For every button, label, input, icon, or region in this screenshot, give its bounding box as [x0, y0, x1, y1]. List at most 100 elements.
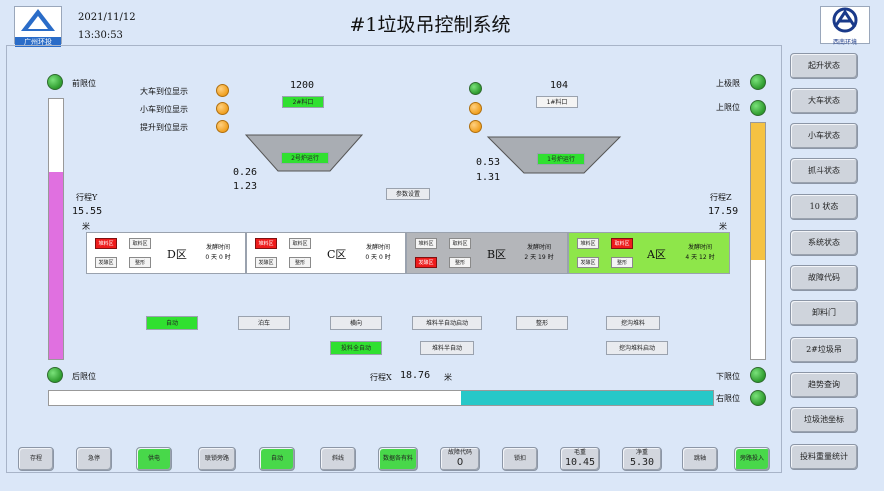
diagonal-label: 斜线 — [331, 454, 344, 462]
zone-c-label: C区 — [327, 248, 347, 261]
y-travel-fill — [49, 171, 63, 359]
zone-b-take-chip[interactable]: 取料区 — [449, 238, 471, 249]
page-title: #1垃圾吊控制系统 — [349, 14, 511, 36]
left-logo: 广州环投 — [14, 6, 62, 47]
hopper1-door-button[interactable]: 2#料口 — [282, 96, 324, 108]
zone-a-stack-chip[interactable]: 堆料区 — [577, 238, 599, 249]
zone-b-label: B区 — [487, 248, 507, 261]
skip-axis-label: 跳轴 — [693, 454, 706, 462]
zone-c-ferm-value: 0 天 0 时 — [365, 254, 391, 261]
travel-z-unit: 米 — [719, 222, 727, 231]
fault-code-label: 故障代码 — [447, 449, 472, 457]
travel-y-value: 15.55 — [72, 206, 103, 217]
zone-c-ferm-chip[interactable]: 发酵区 — [255, 257, 277, 268]
bottom-auto-button[interactable]: 自动 — [259, 447, 295, 471]
hopper2-count: 104 — [550, 80, 569, 91]
z-travel-fill — [751, 123, 765, 260]
power-supply-button[interactable]: 供电 — [136, 447, 172, 471]
z-travel-bar — [750, 122, 766, 360]
gross-weight-display: 毛重 10.45 — [560, 447, 600, 471]
gross-weight-label: 毛重 — [573, 449, 586, 457]
upper-limit-label: 上限位 — [716, 103, 740, 112]
zone-b[interactable]: 堆料区 取料区 发酵区 整形 B区 发酵时间 2 天 19 时 — [406, 232, 568, 274]
zone-a[interactable]: 堆料区 取料区 发酵区 整形 A区 发酵时间 4 天 12 时 — [568, 232, 730, 274]
zone-d[interactable]: 堆料区 取料区 发酵区 整形 D区 发酵时间 0 天 0 时 — [86, 232, 246, 274]
bottom-store-button[interactable]: 存程 — [18, 447, 54, 471]
park-button[interactable]: 泊车 — [238, 316, 290, 330]
right-logo: 西南环境 — [820, 6, 870, 46]
zone-b-ferm-chip[interactable]: 发酵区 — [415, 257, 437, 268]
upper-ultimate-lamp — [750, 74, 766, 90]
travel-z-value: 17.59 — [708, 206, 739, 217]
zone-c[interactable]: 堆料区 取料区 发酵区 整形 C区 发酵时间 0 天 0 时 — [246, 232, 406, 274]
zone-b-stack-chip[interactable]: 堆料区 — [415, 238, 437, 249]
zone-d-stack-chip[interactable]: 堆料区 — [95, 238, 117, 249]
zone-d-ferm-label: 发酵时间 — [205, 244, 230, 251]
zone-c-stack-chip[interactable]: 堆料区 — [255, 238, 277, 249]
travel-y-label: 行程Y — [76, 193, 98, 202]
emergency-stop-button[interactable]: 急停 — [76, 447, 112, 471]
interlock-bypass-button[interactable]: 联锁旁路 — [198, 447, 236, 471]
menu-system-status[interactable]: 系统状态 — [790, 230, 858, 256]
travel-x-unit: 米 — [444, 373, 452, 382]
bottom-auto-label: 自动 — [270, 454, 283, 462]
menu-grab-status[interactable]: 抓斗状态 — [790, 158, 858, 184]
auto-button[interactable]: 自动 — [146, 316, 198, 330]
zone-d-shape-chip[interactable]: 整形 — [129, 257, 151, 268]
trolley-indicator-lamp — [216, 102, 229, 115]
zone-d-label: D区 — [167, 248, 187, 261]
zone-b-shape-chip[interactable]: 整形 — [449, 257, 471, 268]
net-weight-value: 5.30 — [629, 456, 655, 468]
hopper2-door-button[interactable]: 1#料口 — [536, 96, 578, 108]
zone-c-shape-chip[interactable]: 整形 — [289, 257, 311, 268]
data-material-button[interactable]: 数据各有料 — [378, 447, 418, 471]
parameter-settings-button[interactable]: 参数设置 — [386, 188, 430, 200]
diagonal-button[interactable]: 斜线 — [320, 447, 356, 471]
cart-indicator-label: 大车到位显示 — [140, 87, 188, 96]
pit-stack-button[interactable]: 挖沟堆料 — [606, 316, 660, 330]
zone-c-ferm-label: 发酵时间 — [365, 244, 390, 251]
zone-c-take-chip[interactable]: 取料区 — [289, 238, 311, 249]
menu-trolley-status[interactable]: 小车状态 — [790, 123, 858, 149]
menu-trend-query[interactable]: 趋势查询 — [790, 372, 858, 398]
shape-button[interactable]: 整形 — [516, 316, 568, 330]
menu-cart-status[interactable]: 大车状态 — [790, 88, 858, 114]
feed-full-auto-button[interactable]: 投料全自动 — [330, 341, 382, 355]
right-limit-label: 右限位 — [716, 394, 740, 403]
menu-fault-code[interactable]: 故障代码 — [790, 265, 858, 291]
zone-d-ferm-value: 0 天 0 时 — [205, 254, 231, 261]
emergency-stop-label: 急停 — [87, 454, 100, 462]
pit-stack-start-button[interactable]: 挖沟堆料启动 — [606, 341, 668, 355]
stack-semi-start-button[interactable]: 堆料半自动启动 — [412, 316, 482, 330]
menu-hoist-status[interactable]: 起升状态 — [790, 53, 858, 79]
fault-code-display: 故障代码 0 — [440, 447, 480, 471]
power-supply-label: 供电 — [147, 454, 160, 462]
bottom-store-label: 存程 — [29, 454, 42, 462]
hoist-indicator-label: 提升到位显示 — [140, 123, 188, 132]
zone-a-ferm-chip[interactable]: 发酵区 — [577, 257, 599, 268]
zone-a-take-chip[interactable]: 取料区 — [611, 238, 633, 249]
hopper2-furnace-status: 1号炉运行 — [537, 153, 585, 165]
menu-crane-2[interactable]: 2#垃圾吊 — [790, 337, 858, 363]
rear-limit-lamp — [47, 367, 63, 383]
menu-io-status[interactable]: 10 状态 — [790, 194, 858, 220]
zone-a-shape-chip[interactable]: 整形 — [611, 257, 633, 268]
right-logo-text: 西南环境 — [832, 39, 857, 46]
zone-d-take-chip[interactable]: 取料区 — [129, 238, 151, 249]
bypass-enable-button[interactable]: 旁路投入 — [734, 447, 770, 471]
stack-semi-button[interactable]: 堆料半自动 — [420, 341, 474, 355]
left-logo-text: 广州环投 — [15, 37, 61, 47]
front-limit-lamp — [47, 74, 63, 90]
rear-limit-label: 后限位 — [72, 372, 96, 381]
travel-z-label: 行程Z — [710, 193, 732, 202]
menu-feed-weight-stats[interactable]: 投料重量统计 — [790, 444, 858, 470]
lock-button[interactable]: 锁扣 — [502, 447, 538, 471]
x-travel-bar — [48, 390, 714, 406]
menu-pit-coordinates[interactable]: 垃圾池坐标 — [790, 407, 858, 433]
menu-discharge-door[interactable]: 卸料门 — [790, 300, 858, 326]
zone-d-ferm-chip[interactable]: 发酵区 — [95, 257, 117, 268]
bypass-enable-label: 旁路投入 — [739, 454, 764, 462]
lateral-button[interactable]: 横向 — [330, 316, 382, 330]
skip-axis-button[interactable]: 跳轴 — [682, 447, 718, 471]
